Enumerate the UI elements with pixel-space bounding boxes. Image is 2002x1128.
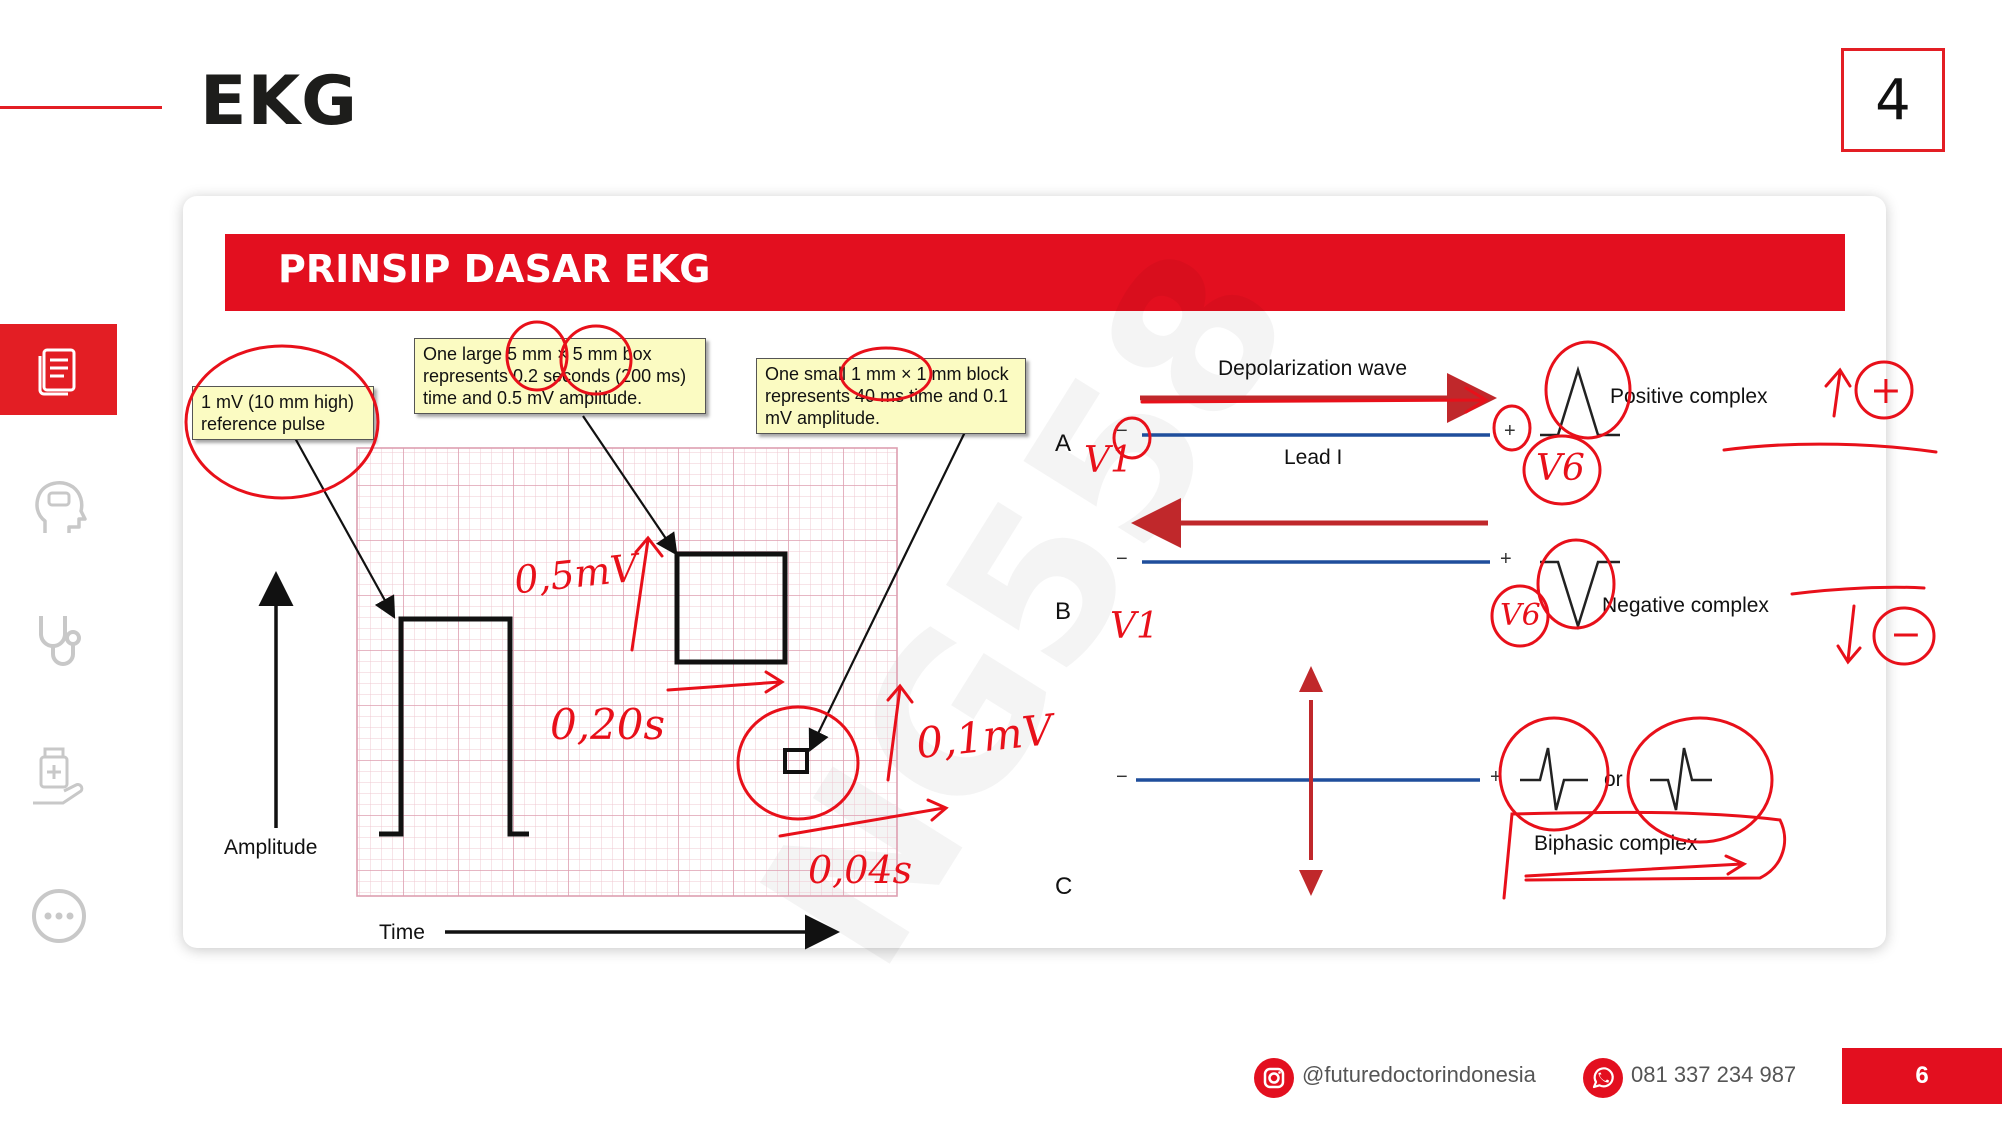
arrow-biphasic: [1524, 854, 1748, 878]
arrow-negative-down: [1836, 604, 1862, 665]
underline-negative: [1790, 585, 1926, 596]
sidebar-item-medicine[interactable]: [28, 745, 90, 807]
sidebar-item-head[interactable]: [28, 475, 90, 537]
circle-negative-complex: [1536, 538, 1616, 630]
circle-small-box: [736, 705, 860, 821]
time-label: Time: [379, 921, 425, 944]
sidebar-item-stethoscope[interactable]: [28, 610, 90, 672]
underline-positive: [1722, 442, 1938, 454]
positive-complex-label: Positive complex: [1610, 385, 1768, 408]
whatsapp-icon[interactable]: [1583, 1058, 1623, 1098]
head-icon: [35, 481, 87, 533]
leader-ref-pulse: [294, 437, 396, 619]
negative-complex-wave: [1540, 560, 1620, 631]
plus-sign-b: +: [1500, 548, 1512, 570]
biphasic-complex-label: Biphasic complex: [1534, 832, 1698, 855]
sidebar-item-more[interactable]: [28, 885, 90, 947]
large-box: [674, 551, 788, 665]
circle-biphasic-2: [1626, 716, 1774, 844]
ekg-paper-figure: [258, 415, 966, 950]
handwritten-minus: −: [1890, 612, 1922, 656]
circle-positive-complex: [1544, 340, 1632, 440]
minus-sign-a: −: [1116, 420, 1128, 442]
footer-instagram-handle[interactable]: @futuredoctorindonesia: [1302, 1062, 1536, 1087]
arrow-large-time: [666, 670, 785, 694]
handwritten-plus: +: [1870, 368, 1902, 412]
row-label-c: C: [1055, 873, 1073, 900]
title-accent-line: [0, 106, 162, 109]
circle-v6-a: [1522, 434, 1602, 506]
stethoscope-icon: [39, 616, 81, 666]
box-biphasic: [1502, 810, 1787, 900]
plus-sign-c: +: [1490, 766, 1502, 788]
minus-sign-b: −: [1116, 548, 1128, 570]
arrow-large-amp: [630, 535, 664, 652]
callout-reference-pulse: 1 mV (10 mm high) reference pulse: [192, 386, 374, 440]
handwritten-v1-b: V1: [1110, 606, 1159, 647]
callout-small-box: One small 1 mm × 1 mm block represents 4…: [756, 358, 1026, 434]
medicine-icon: [33, 747, 84, 805]
footer-phone-number[interactable]: 081 337 234 987: [1631, 1062, 1797, 1087]
handwritten-small-time: 0,04s: [808, 848, 913, 892]
arrow-head-up: [1299, 666, 1323, 692]
plus-sign-a: +: [1504, 420, 1516, 442]
document-icon: [38, 348, 75, 395]
page-number: 6: [1842, 1048, 2002, 1104]
sidebar-item-document[interactable]: [0, 324, 117, 415]
circle-large-5mm-b: [559, 324, 633, 396]
handwritten-v6-b: V6: [1500, 598, 1541, 633]
arrow-head-down: [1299, 870, 1323, 896]
circle-plus-right: [1854, 360, 1914, 420]
handwritten-v6-a: V6: [1536, 448, 1585, 489]
circle-ref-pulse: [184, 344, 380, 500]
arrow-small-time: [778, 798, 949, 838]
handwritten-large-time: 0,20s: [550, 700, 666, 749]
circle-minus-right: [1872, 606, 1936, 666]
depolarization-label: Depolarization wave: [1218, 357, 1408, 380]
leader-large-box: [582, 415, 678, 556]
small-box: [783, 748, 809, 774]
ekg-grid: [356, 447, 898, 897]
circle-v6-b: [1490, 584, 1550, 648]
biphasic-wave-1: [1520, 747, 1588, 811]
page-title: EKG: [200, 62, 358, 141]
circle-biphasic-1: [1498, 716, 1610, 832]
circle-small-1mm: [839, 346, 933, 402]
circle-plus-a: [1492, 404, 1532, 452]
section-header-title: PRINSIP DASAR EKG: [278, 247, 711, 291]
biphasic-wave-2: [1650, 747, 1712, 811]
red-depol-arrow: [1140, 386, 1489, 414]
negative-complex-label: Negative complex: [1602, 594, 1769, 617]
section-header-bar: [225, 234, 1845, 311]
arrow-positive-up: [1824, 367, 1852, 418]
leader-small-box: [808, 431, 966, 752]
minus-sign-c: −: [1116, 766, 1128, 788]
handwritten-v1-a: V1: [1084, 440, 1133, 481]
arrow-small-amp: [886, 683, 914, 782]
chapter-number-box: 4: [1841, 48, 1945, 152]
circle-minus-a: [1112, 416, 1152, 460]
more-icon: [32, 889, 86, 943]
instagram-icon[interactable]: [1254, 1058, 1294, 1098]
circle-large-5mm-a: [505, 320, 569, 392]
reference-pulse: [379, 616, 529, 837]
row-label-a: A: [1055, 430, 1072, 457]
row-label-b: B: [1055, 598, 1072, 625]
lead-label: Lead I: [1284, 446, 1343, 469]
amplitude-label: Amplitude: [224, 836, 318, 859]
lead-complex-figure: [1131, 365, 1712, 896]
